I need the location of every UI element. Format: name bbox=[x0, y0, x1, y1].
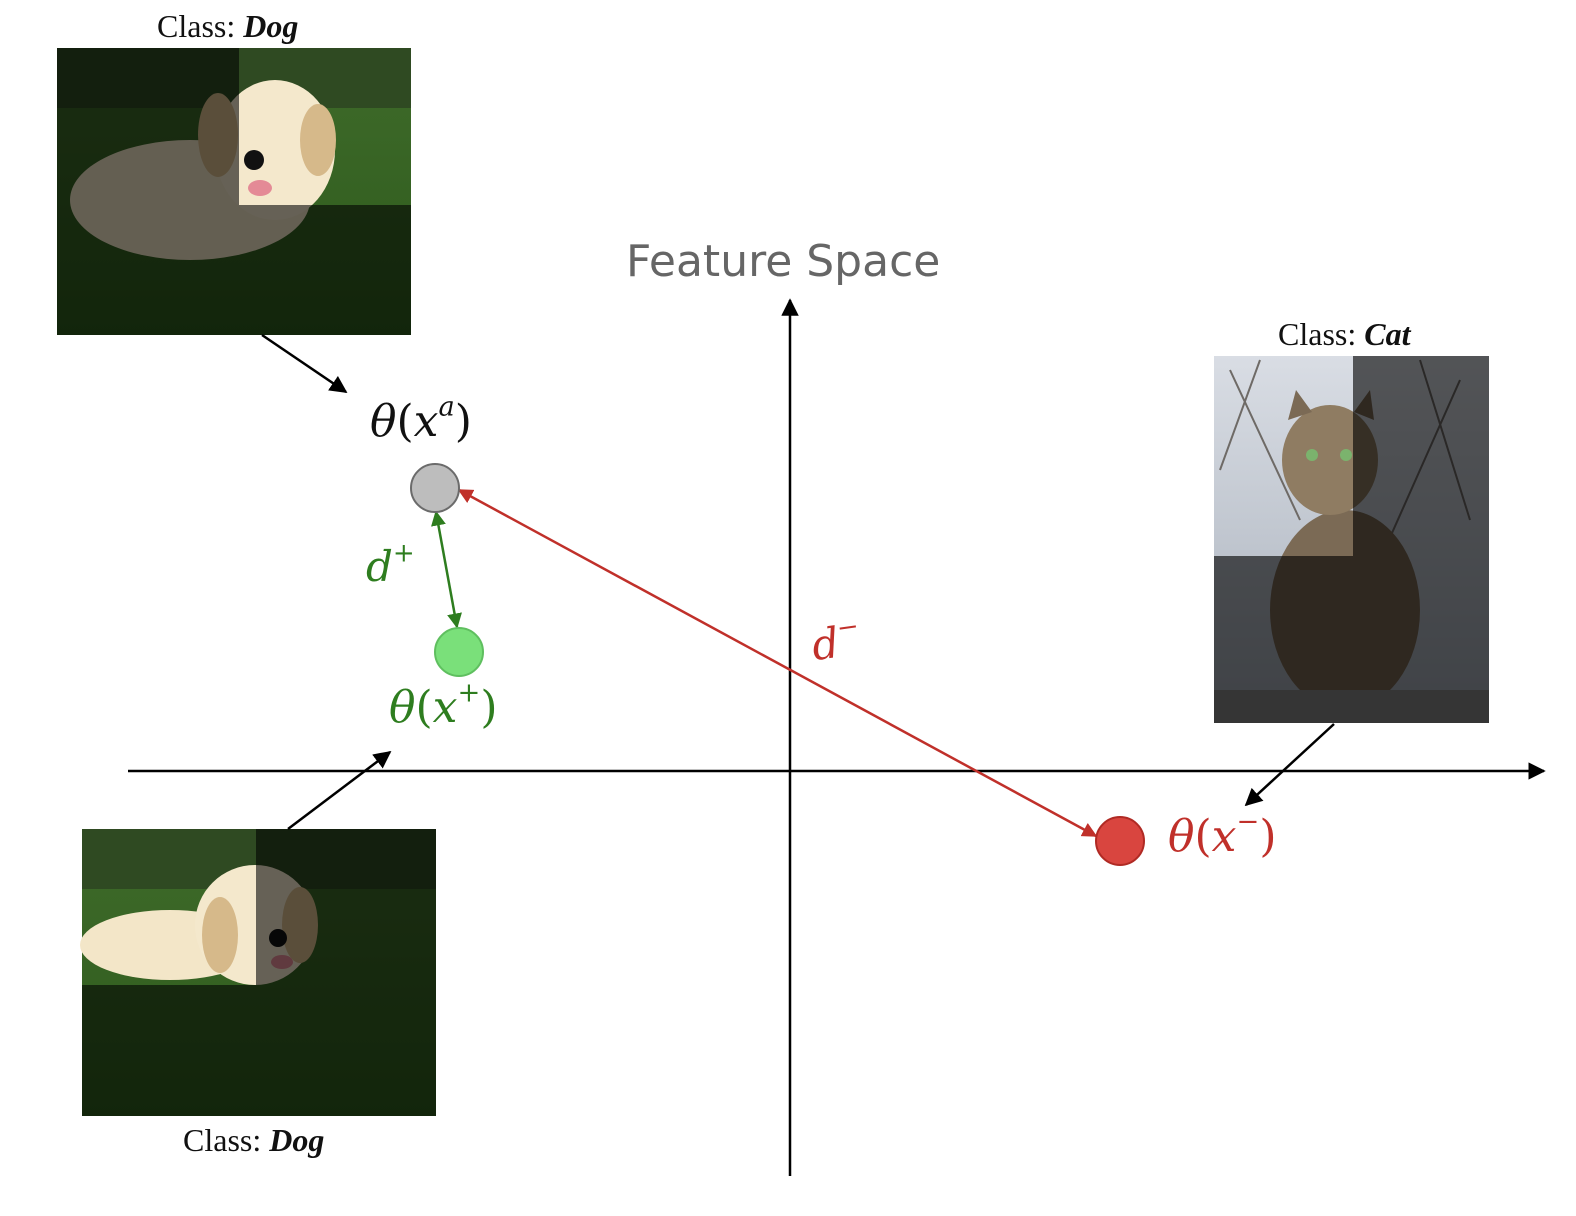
positive-photo-arrow bbox=[287, 750, 392, 830]
anchor-var: x bbox=[413, 396, 439, 447]
negative-distance-label: d− bbox=[809, 611, 863, 670]
positive-class-prefix: Class: bbox=[183, 1122, 262, 1158]
positive-distance-label: d+ bbox=[366, 540, 415, 588]
anchor-dog-photo bbox=[57, 48, 411, 335]
positive-distance-sup: + bbox=[392, 538, 415, 569]
negative-sup: − bbox=[1236, 806, 1260, 838]
anchor-embedding-label: θ(xa) bbox=[370, 391, 472, 447]
positive-embedding-label: θ(x+) bbox=[389, 677, 498, 733]
anchor-sup: a bbox=[438, 391, 455, 423]
positive-point bbox=[434, 627, 484, 677]
negative-class-caption: Class: Cat bbox=[1278, 316, 1410, 353]
negative-var: x bbox=[1211, 811, 1237, 862]
anchor-fn: θ bbox=[370, 396, 397, 447]
feature-space-title: Feature Space bbox=[626, 236, 941, 287]
negative-class-name: Cat bbox=[1364, 316, 1411, 352]
anchor-class-caption: Class: Dog bbox=[157, 8, 298, 45]
anchor-class-name: Dog bbox=[243, 8, 299, 44]
positive-sup: + bbox=[457, 677, 481, 709]
positive-class-name: Dog bbox=[269, 1122, 325, 1158]
positive-class-caption: Class: Dog bbox=[183, 1122, 324, 1159]
negative-class-prefix: Class: bbox=[1278, 316, 1357, 352]
anchor-photo-arrow bbox=[261, 333, 348, 394]
negative-distance-sup: − bbox=[834, 611, 861, 645]
negative-cat-photo bbox=[1214, 356, 1489, 723]
negative-photo-arrow bbox=[1244, 723, 1335, 807]
anchor-point bbox=[410, 463, 460, 513]
negative-fn: θ bbox=[1168, 811, 1195, 862]
negative-embedding-label: θ(x−) bbox=[1168, 806, 1277, 862]
anchor-class-prefix: Class: bbox=[157, 8, 236, 44]
negative-point bbox=[1095, 816, 1145, 866]
positive-dog-photo bbox=[80, 829, 436, 1116]
positive-var: x bbox=[432, 682, 458, 733]
positive-distance-var: d bbox=[366, 542, 393, 591]
positive-distance-arrow bbox=[431, 510, 462, 629]
positive-fn: θ bbox=[389, 682, 416, 733]
negative-distance-arrow bbox=[457, 488, 1098, 838]
